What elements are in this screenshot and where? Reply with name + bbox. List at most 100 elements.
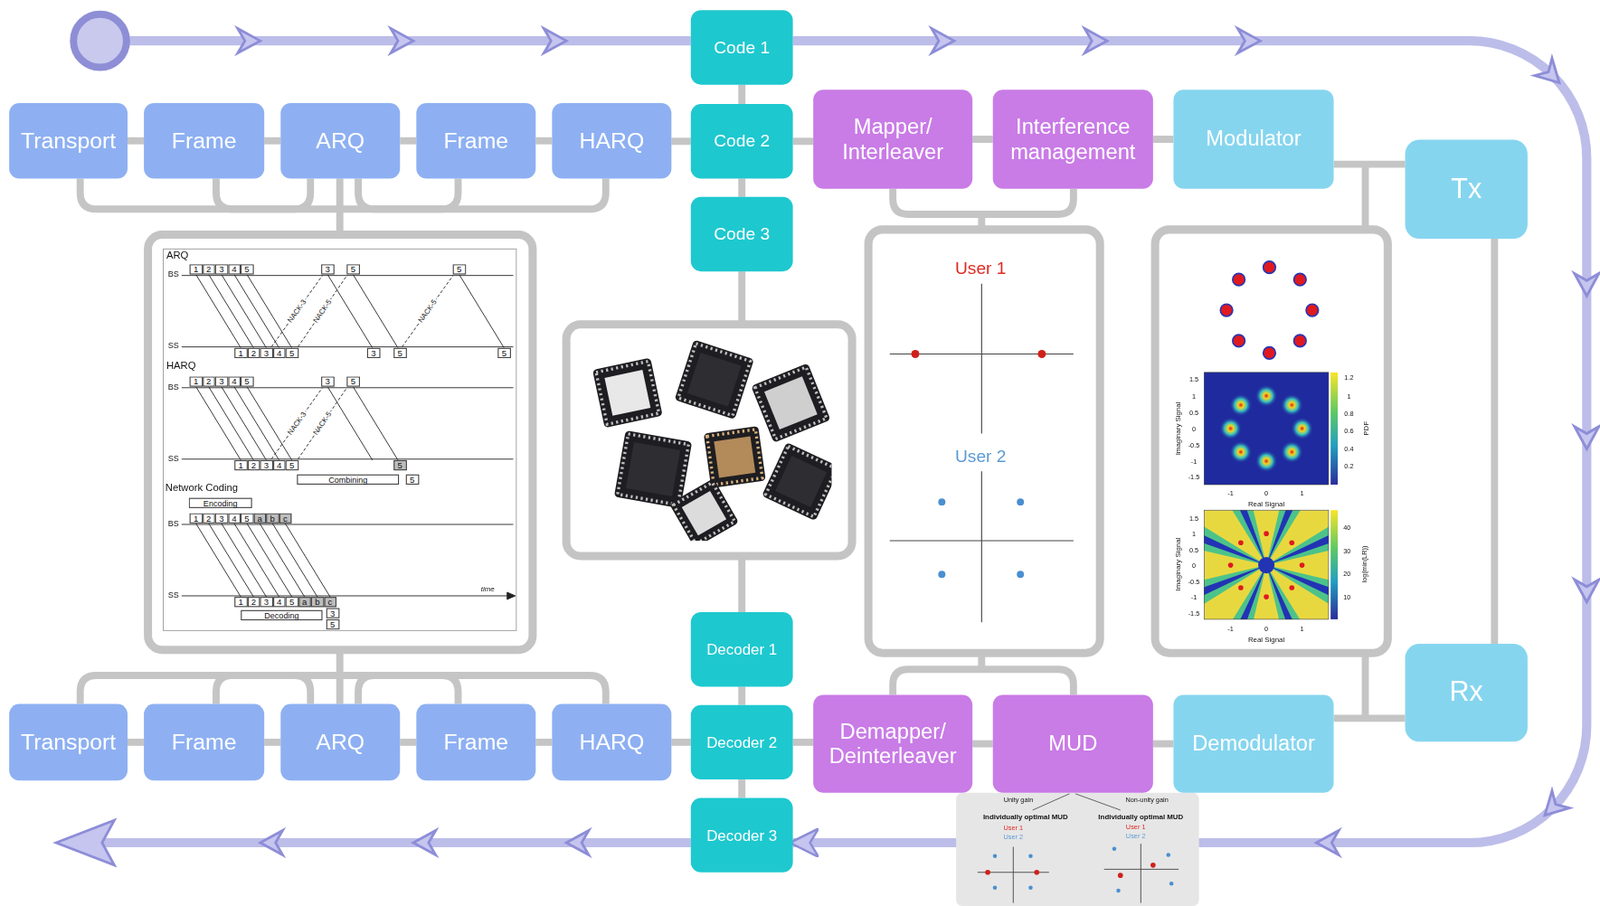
- flow-chevrons-part: [931, 28, 955, 54]
- chip-photo-part: [761, 442, 832, 521]
- connector: [793, 738, 815, 747]
- connector: [264, 738, 281, 747]
- panels: [148, 229, 1389, 654]
- packet-box: 5: [326, 619, 340, 630]
- text-label: 0.5: [1189, 546, 1199, 554]
- connector: [535, 137, 552, 145]
- text-label: User 1: [1003, 823, 1023, 832]
- chip-photo-part-part: [614, 430, 692, 509]
- flow-chevrons-part: [1535, 791, 1570, 825]
- packet-box: 5: [393, 348, 407, 359]
- packet-box: 1: [189, 513, 203, 524]
- text-label: 0.2: [1344, 463, 1354, 471]
- text-label: 0.4: [1344, 444, 1354, 453]
- mud-inset-part: [1032, 794, 1121, 811]
- user-constellations-part: [937, 498, 946, 506]
- text-label: SS: [168, 342, 180, 352]
- panels-part: [148, 235, 533, 651]
- text-label: time: [481, 585, 495, 594]
- text-label: Network Coding: [165, 482, 238, 493]
- box-text: Code 1: [713, 37, 770, 57]
- packet-box: b: [265, 513, 279, 524]
- packet-box: 1: [189, 376, 203, 387]
- text-label: 1: [1346, 392, 1351, 400]
- packet-box: 1: [234, 460, 247, 471]
- chip-photo-part-part: [707, 429, 763, 485]
- text-label: 30: [1343, 547, 1351, 555]
- user-constellations-part: [910, 350, 919, 359]
- flow-arrow: [793, 40, 1588, 843]
- text-label: Non-unity gain: [1125, 796, 1168, 805]
- connector: [399, 738, 417, 747]
- text-label: 0.6: [1344, 426, 1354, 435]
- flow-chevrons-part: [237, 28, 261, 54]
- llr-heatmap-part: [1203, 510, 1329, 620]
- connector: [738, 178, 746, 197]
- box-text: Code 2: [713, 131, 770, 152]
- box-text: Tx: [1450, 173, 1482, 206]
- panel-wires-part: [1362, 164, 1370, 232]
- timing-diagram-part: [163, 248, 517, 631]
- text-label: ARQ: [166, 249, 189, 261]
- pdf-heatmap-part: [1290, 417, 1314, 441]
- chip-photo-part: [674, 340, 755, 420]
- connector: [972, 135, 994, 143]
- text-label: Individually optimal MUD: [983, 813, 1069, 822]
- packet-box: b: [311, 596, 324, 607]
- process-box: Frame: [143, 704, 265, 782]
- llr-heatmap-part: [1203, 510, 1329, 620]
- panel-wires-part: [336, 648, 344, 705]
- packet-box: 5: [497, 348, 511, 359]
- llr-heatmap-part-part: [1263, 530, 1269, 537]
- box-text: Rx: [1449, 677, 1484, 710]
- mud-inset-part: [1028, 853, 1033, 859]
- flow-chevrons-part: [413, 831, 436, 856]
- packet-box: 5: [285, 348, 299, 359]
- user-constellations: [889, 284, 1074, 624]
- flow-chevrons-part: [1237, 28, 1260, 54]
- timing-diagram-part: [196, 274, 505, 349]
- psk-constellation-part: [1220, 303, 1233, 317]
- box-text: Frame: [443, 127, 509, 154]
- flow-track-part: [73, 14, 127, 68]
- box-text: Mapper/ Interleaver: [821, 114, 965, 164]
- chip-photo-part-part: [687, 352, 742, 408]
- text-label: BS: [168, 520, 180, 530]
- box-text: Decoder 3: [706, 826, 777, 844]
- text-label: -1.5: [1188, 473, 1201, 481]
- mud-inset-part: [1033, 870, 1040, 876]
- text-label: BS: [168, 383, 180, 393]
- pdf-heatmap-part: [1330, 372, 1338, 485]
- box-text: Frame: [171, 729, 237, 757]
- psk-constellation-part: [1294, 273, 1307, 286]
- text-label: 1: [1192, 530, 1196, 538]
- packet-box: 2: [246, 460, 260, 471]
- text-label: Individually optimal MUD: [1098, 813, 1184, 822]
- timing-diagram-part: [271, 275, 454, 348]
- llr-heatmap-part-part: [1299, 562, 1306, 569]
- chip-photo-part-part: [750, 363, 831, 444]
- box-text: ARQ: [315, 729, 365, 757]
- packet-box: Encoding: [189, 498, 253, 509]
- chip-photo-part-part: [678, 343, 751, 417]
- connector: [738, 85, 746, 105]
- packet-box: 4: [227, 264, 241, 275]
- panels-part: [868, 229, 1100, 654]
- process-box: Transport: [9, 704, 128, 782]
- chip-photo-part-part: [755, 367, 827, 439]
- packet-box: 4: [273, 348, 286, 359]
- box-text: Frame: [443, 729, 509, 757]
- process-box: HARQ: [551, 103, 672, 180]
- panel-wires-part: [738, 554, 746, 613]
- packet-box: Combining: [296, 474, 399, 485]
- pdf-heatmap-part: [1255, 450, 1279, 474]
- timing-diagram-part: [271, 388, 347, 460]
- psk-constellation-part: [1232, 273, 1246, 286]
- process-box: ARQ: [280, 103, 400, 180]
- llr-heatmap-part-part: [1288, 585, 1295, 591]
- chip-photo-part-part: [596, 361, 660, 426]
- chip-photo-part-part: [604, 369, 651, 417]
- llr-heatmap: [1155, 454, 1378, 677]
- packet-box: 4: [227, 376, 241, 387]
- chip-photo-part-part: [592, 358, 663, 429]
